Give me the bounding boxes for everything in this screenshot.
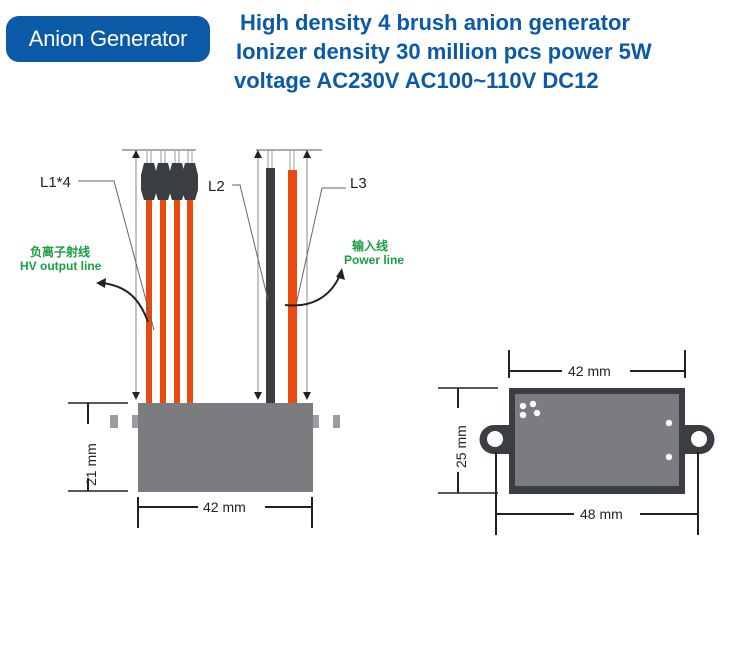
input-holes <box>665 419 673 461</box>
sleeve <box>141 163 157 200</box>
leader-l3 <box>295 187 346 306</box>
headline: High density 4 brush anion generator Ion… <box>230 8 652 95</box>
label-l1: L1*4 <box>40 174 71 191</box>
hv-output-label-en: HV output line <box>20 259 102 273</box>
hv-output-label-cn: 负离子射线 <box>30 244 90 259</box>
length-arrow-l2 <box>254 150 262 400</box>
width-dimension-side: 42 mm <box>137 497 313 528</box>
sleeve <box>182 163 198 200</box>
power-wire-black <box>266 168 275 406</box>
power-wire-red <box>288 170 297 404</box>
headline-line-1: High density 4 brush anion generator <box>240 10 630 35</box>
power-line-label-cn: 输入线 <box>352 238 388 253</box>
hv-wire <box>187 200 193 404</box>
mount-hole <box>487 431 503 447</box>
label-l3: L3 <box>350 175 367 192</box>
inner-width-dimension: 42 mm <box>508 350 686 379</box>
mount-hole <box>691 431 707 447</box>
length-arrow-l3 <box>303 150 311 400</box>
leader-l1 <box>78 180 155 331</box>
power-line-pointer-arrow <box>284 274 341 307</box>
side-view: L1*4 L2 L3 负离子射线 HV output line 输入线 Powe… <box>20 149 404 528</box>
height-dimension-top: 25 mm <box>438 387 498 494</box>
hv-wire <box>160 200 166 404</box>
hv-output-wires <box>141 151 198 404</box>
product-badge: Anion Generator <box>6 16 210 62</box>
height-dim-label: 21 mm <box>83 443 99 486</box>
length-arrow-l1-left <box>132 150 140 400</box>
sleeve <box>155 163 171 200</box>
height-dimension-side: 21 mm <box>68 402 128 492</box>
outer-width-label: 48 mm <box>580 506 623 522</box>
label-l2: L2 <box>208 178 225 195</box>
module-body-side <box>110 403 340 492</box>
arrowhead-icon <box>336 268 345 280</box>
mounting-ear-left <box>479 425 509 454</box>
sleeve <box>169 163 185 200</box>
inner-width-label: 42 mm <box>568 363 611 379</box>
hv-wire <box>146 200 152 404</box>
leader-l2 <box>232 184 269 301</box>
outer-width-dimension: 48 mm <box>495 452 699 535</box>
output-holes <box>519 400 541 419</box>
top-view: 42 mm 25 mm <box>438 350 715 535</box>
power-line-label-en: Power line <box>344 253 404 267</box>
mounting-ear-right <box>685 425 715 454</box>
width-dim-label: 42 mm <box>203 499 246 515</box>
arrowhead-icon <box>96 278 106 288</box>
headline-line-3: voltage AC230V AC100~110V DC12 <box>234 68 599 93</box>
hv-wire <box>174 200 180 404</box>
badge-label: Anion Generator <box>28 26 188 51</box>
hv-output-pointer-arrow <box>101 282 149 323</box>
module-face <box>515 394 679 486</box>
height-dim-label-top: 25 mm <box>453 425 469 468</box>
headline-line-2: Ionizer density 30 million pcs power 5W <box>236 39 652 64</box>
power-wires <box>266 150 297 406</box>
